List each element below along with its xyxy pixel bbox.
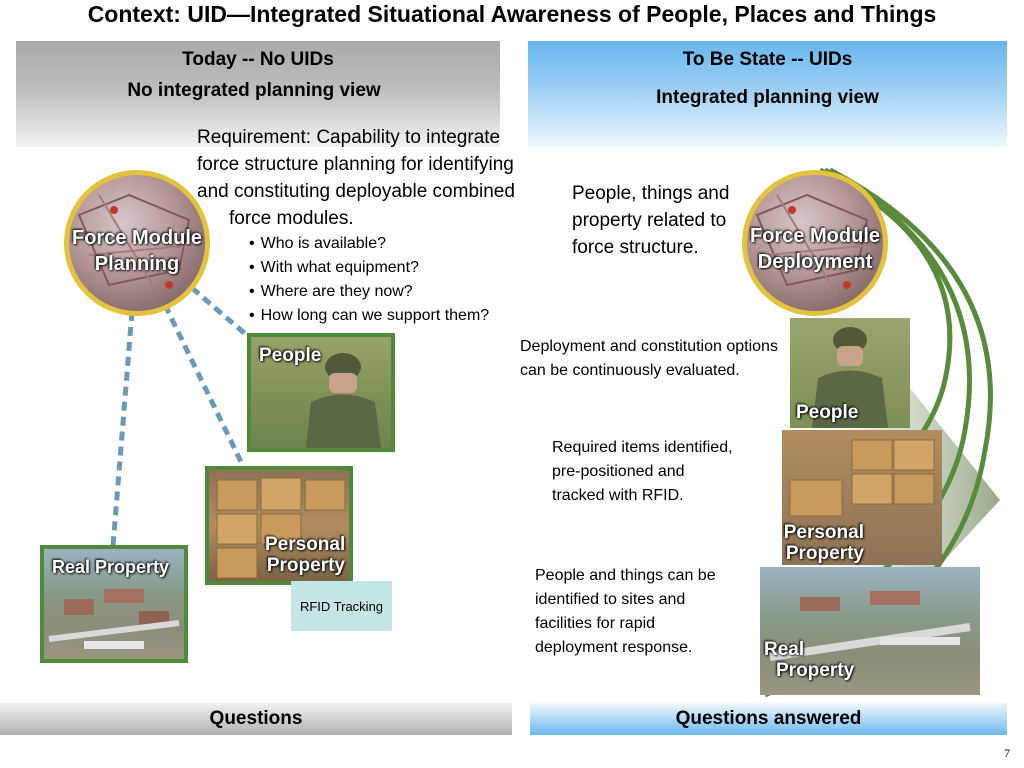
text-line: identified to sites and — [535, 591, 686, 608]
buildings-icon — [769, 591, 971, 661]
personal-property-label: Personal Property — [265, 534, 345, 576]
deployment-options-text: Deployment and constitution options can … — [520, 335, 800, 383]
people-wedge-image: People — [790, 318, 910, 428]
connector-real-property — [110, 311, 135, 547]
sites-facilities-text: People and things can be identified to s… — [535, 564, 735, 660]
soldier-icon — [306, 353, 381, 448]
to-be-header-title: To Be State -- UIDs — [682, 49, 853, 70]
circle-label-line1: Force Module — [71, 227, 202, 249]
questions-footer-label: Questions — [209, 708, 303, 729]
dashed-connectors — [110, 286, 252, 547]
to-be-header-panel — [528, 41, 1007, 147]
to-be-header-subtitle: Integrated planning view — [656, 87, 879, 108]
personal-property-label-line1: Personal — [783, 522, 864, 543]
requirement-line-4: force modules. — [229, 208, 354, 229]
bullet-item: Who is available? — [249, 232, 519, 256]
real-property-label-line1: Real — [764, 639, 805, 660]
bullet-item: Where are they now? — [249, 280, 519, 304]
force-module-planning-circle: Force Module Planning — [64, 170, 210, 316]
people-photo: People — [247, 333, 395, 452]
personal-property-label-line1: Personal — [265, 534, 346, 555]
text-line: People, things and — [572, 183, 730, 204]
questions-footer: Questions — [0, 703, 512, 735]
bullet-item: How long can we support them? — [249, 304, 519, 328]
soldier-icon — [812, 327, 888, 428]
text-line: Required items identified, — [552, 439, 733, 456]
page-number: 7 — [1004, 746, 1010, 760]
today-header-panel — [16, 41, 500, 147]
text-line: can be continuously evaluated. — [520, 362, 740, 379]
personal-property-label-line2: Property — [266, 555, 345, 576]
force-module-deployment-circle: Force Module Deployment — [742, 170, 888, 316]
today-header-title: Today -- No UIDs — [182, 49, 334, 70]
requirement-line-1: Requirement: Capability to integrate — [197, 127, 501, 148]
personal-property-label: Personal Property — [778, 522, 864, 564]
boxes-icon — [789, 439, 935, 517]
circle-label-line1: Force Module — [749, 225, 880, 247]
text-line: Deployment and constitution options — [520, 338, 778, 355]
text-line: tracked with RFID. — [552, 487, 684, 504]
questions-answered-footer: Questions answered — [530, 703, 1007, 735]
text-line: property related to — [572, 210, 727, 231]
real-property-photo: Real Property — [40, 545, 188, 663]
people-label: People — [796, 402, 859, 423]
people-things-text: People, things and property related to f… — [572, 180, 752, 261]
circle-label-line2: Deployment — [757, 251, 873, 273]
people-label: People — [259, 345, 322, 366]
buildings-icon — [48, 589, 180, 649]
personal-property-photo: Personal Property — [205, 466, 353, 585]
personal-property-label-line2: Property — [785, 543, 864, 564]
circle-label-line2: Planning — [94, 253, 180, 275]
text-line: pre-positioned and — [552, 463, 685, 480]
requirement-text: Requirement: Capability to integrate for… — [197, 124, 517, 232]
requirement-line-2: force structure planning for identifying — [197, 154, 514, 175]
questions-answered-footer-label: Questions answered — [675, 708, 862, 729]
real-property-label: Real Property — [52, 557, 170, 577]
required-items-text: Required items identified, pre-positione… — [552, 436, 752, 508]
text-line: force structure. — [572, 237, 699, 258]
real-property-label-line2: Property — [776, 660, 855, 681]
boxes-icon — [216, 477, 346, 579]
requirement-bullets: Who is available? With what equipment? W… — [249, 232, 519, 328]
real-property-wedge-image: Real Property — [760, 567, 980, 695]
text-line: facilities for rapid — [535, 615, 656, 632]
connector-people — [190, 286, 252, 340]
slide-title: Context: UID—Integrated Situational Awar… — [87, 1, 937, 27]
text-line: deployment response. — [535, 639, 693, 656]
today-header-subtitle: No integrated planning view — [127, 80, 381, 101]
map-icon — [755, 193, 873, 296]
bullet-item: With what equipment? — [249, 256, 519, 280]
rfid-tracking-box: RFID Tracking — [291, 581, 392, 631]
real-property-label: Real Property — [764, 639, 854, 681]
connector-personal-property — [162, 303, 248, 472]
text-line: People and things can be — [535, 567, 716, 584]
requirement-line-3: and constituting deployable combined — [197, 181, 515, 202]
personal-property-wedge-image: Personal Property — [782, 430, 942, 565]
map-icon — [77, 193, 195, 296]
